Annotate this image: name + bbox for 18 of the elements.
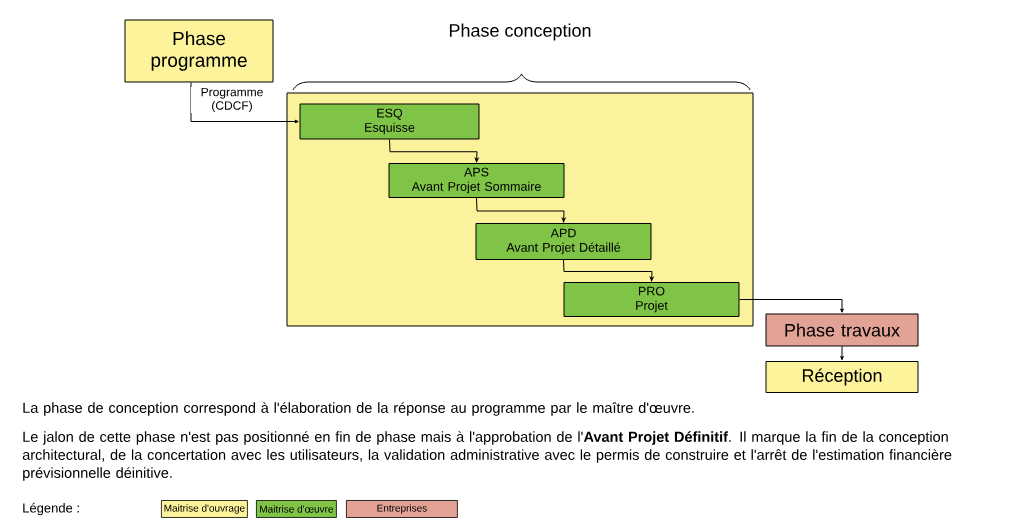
paragraph: Le jalon de cette phase n'est pas positionné en fin de phase mais à l'approbation de l'Avant Projet Définitif. Il marque la fin de la conception architectural, de la concertation avec les utilisateurs, la validation administrative avec le permis de construire et l'arrêt de l'estimation financière prévisionnelle déinitive. <box>22 431 952 481</box>
step-box: APD Avant Projet Détaillé <box>475 223 652 260</box>
arrow <box>563 259 654 282</box>
phase-box: Phase programme <box>124 19 274 83</box>
step-box: APS Avant Projet Sommaire <box>388 163 565 198</box>
step-box: ESQ Esquisse <box>299 103 480 140</box>
paragraph: La phase de conception correspond à l'élaboration de la réponse au programme par le maître d'œuvre. <box>23 402 694 416</box>
arrow <box>190 82 299 124</box>
arrow <box>476 197 566 223</box>
arrow <box>739 299 844 313</box>
edge-label: Programme (CDCF) <box>191 86 273 114</box>
arrow <box>389 139 479 163</box>
heading: Phase conception <box>449 23 591 41</box>
label-text: Légende : <box>23 502 79 516</box>
arrow <box>840 346 844 361</box>
phase-box: Phase travaux <box>765 313 919 347</box>
step-box: PRO Projet <box>563 282 740 317</box>
phase-box: Réception <box>765 361 919 393</box>
